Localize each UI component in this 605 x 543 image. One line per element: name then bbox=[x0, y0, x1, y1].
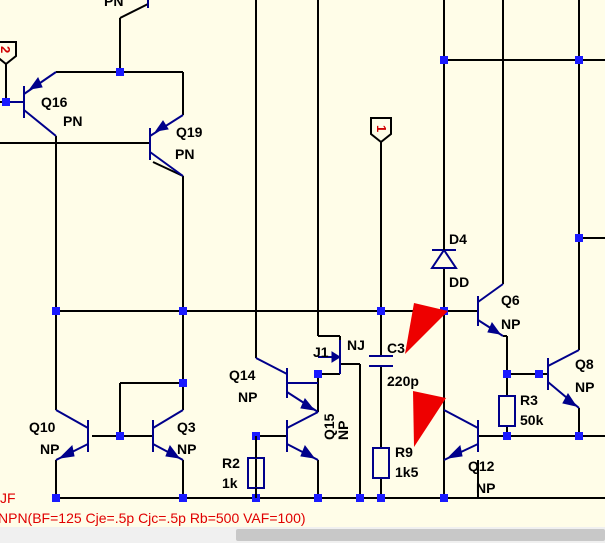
q14-type: NP bbox=[238, 389, 257, 405]
port-1: 1 bbox=[370, 117, 392, 144]
q3-type: NP bbox=[177, 441, 196, 457]
q14-ref: Q14 bbox=[229, 367, 256, 383]
q10-transistor bbox=[55, 409, 89, 461]
q16-transistor bbox=[10, 71, 57, 137]
q6-type: NP bbox=[501, 316, 520, 332]
q6-transistor bbox=[477, 283, 504, 337]
red-pointer-arrow-lower bbox=[413, 391, 446, 447]
q3-ref: Q3 bbox=[177, 419, 196, 435]
d4-diode bbox=[430, 245, 458, 269]
svg-text:2: 2 bbox=[0, 46, 13, 53]
q19-ref: Q19 bbox=[176, 124, 203, 140]
q15-type: NP bbox=[335, 421, 351, 440]
r3-value: 50k bbox=[520, 412, 544, 428]
q16-ref: Q16 bbox=[41, 94, 68, 110]
r2-value: 1k bbox=[222, 475, 238, 491]
j1-type: NJ bbox=[347, 337, 365, 353]
r2-resistor bbox=[247, 436, 265, 498]
q8-ref: Q8 bbox=[575, 356, 594, 372]
q8-type: NP bbox=[575, 379, 594, 395]
q16-type: PN bbox=[63, 113, 82, 129]
q15-ref: Q15 bbox=[321, 413, 337, 440]
r2-ref: R2 bbox=[222, 455, 240, 471]
q19-transistor bbox=[149, 114, 184, 177]
red-pointer-arrow-upper bbox=[405, 303, 448, 354]
port-2: 2 bbox=[0, 41, 17, 66]
q12-ref: Q12 bbox=[468, 458, 495, 474]
q19-type: PN bbox=[175, 146, 194, 162]
top-partial-type: PN bbox=[104, 0, 123, 9]
r9-value: 1k5 bbox=[395, 464, 419, 480]
d4-type: DD bbox=[449, 274, 469, 290]
r9-ref: R9 bbox=[395, 444, 413, 460]
q15-transistor bbox=[286, 411, 319, 461]
j1-ref: J1 bbox=[313, 344, 329, 360]
r9-resistor bbox=[372, 447, 390, 479]
model-line-1: JF bbox=[0, 490, 16, 506]
q8-transistor bbox=[547, 349, 580, 409]
j1-jfet bbox=[318, 340, 341, 374]
scrollbar-thumb[interactable] bbox=[236, 529, 605, 541]
r3-resistor bbox=[498, 395, 516, 427]
c3-ref: C3 bbox=[387, 340, 405, 356]
q14-transistor bbox=[255, 357, 319, 413]
model-line-2: NPN(BF=125 Cje=.5p Cjc=.5p Rb=500 VAF=10… bbox=[0, 510, 306, 526]
c3-capacitor bbox=[369, 355, 393, 367]
q12-type: NP bbox=[476, 480, 495, 496]
svg-text:1: 1 bbox=[374, 125, 389, 132]
q6-ref: Q6 bbox=[501, 292, 520, 308]
q3-transistor bbox=[152, 409, 184, 461]
q10-ref: Q10 bbox=[29, 419, 56, 435]
d4-ref: D4 bbox=[449, 231, 467, 247]
q10-type: NP bbox=[40, 441, 59, 457]
q12-transistor bbox=[443, 409, 479, 461]
r3-ref: R3 bbox=[520, 392, 538, 408]
c3-value: 220p bbox=[387, 373, 419, 389]
wires bbox=[0, 0, 605, 499]
